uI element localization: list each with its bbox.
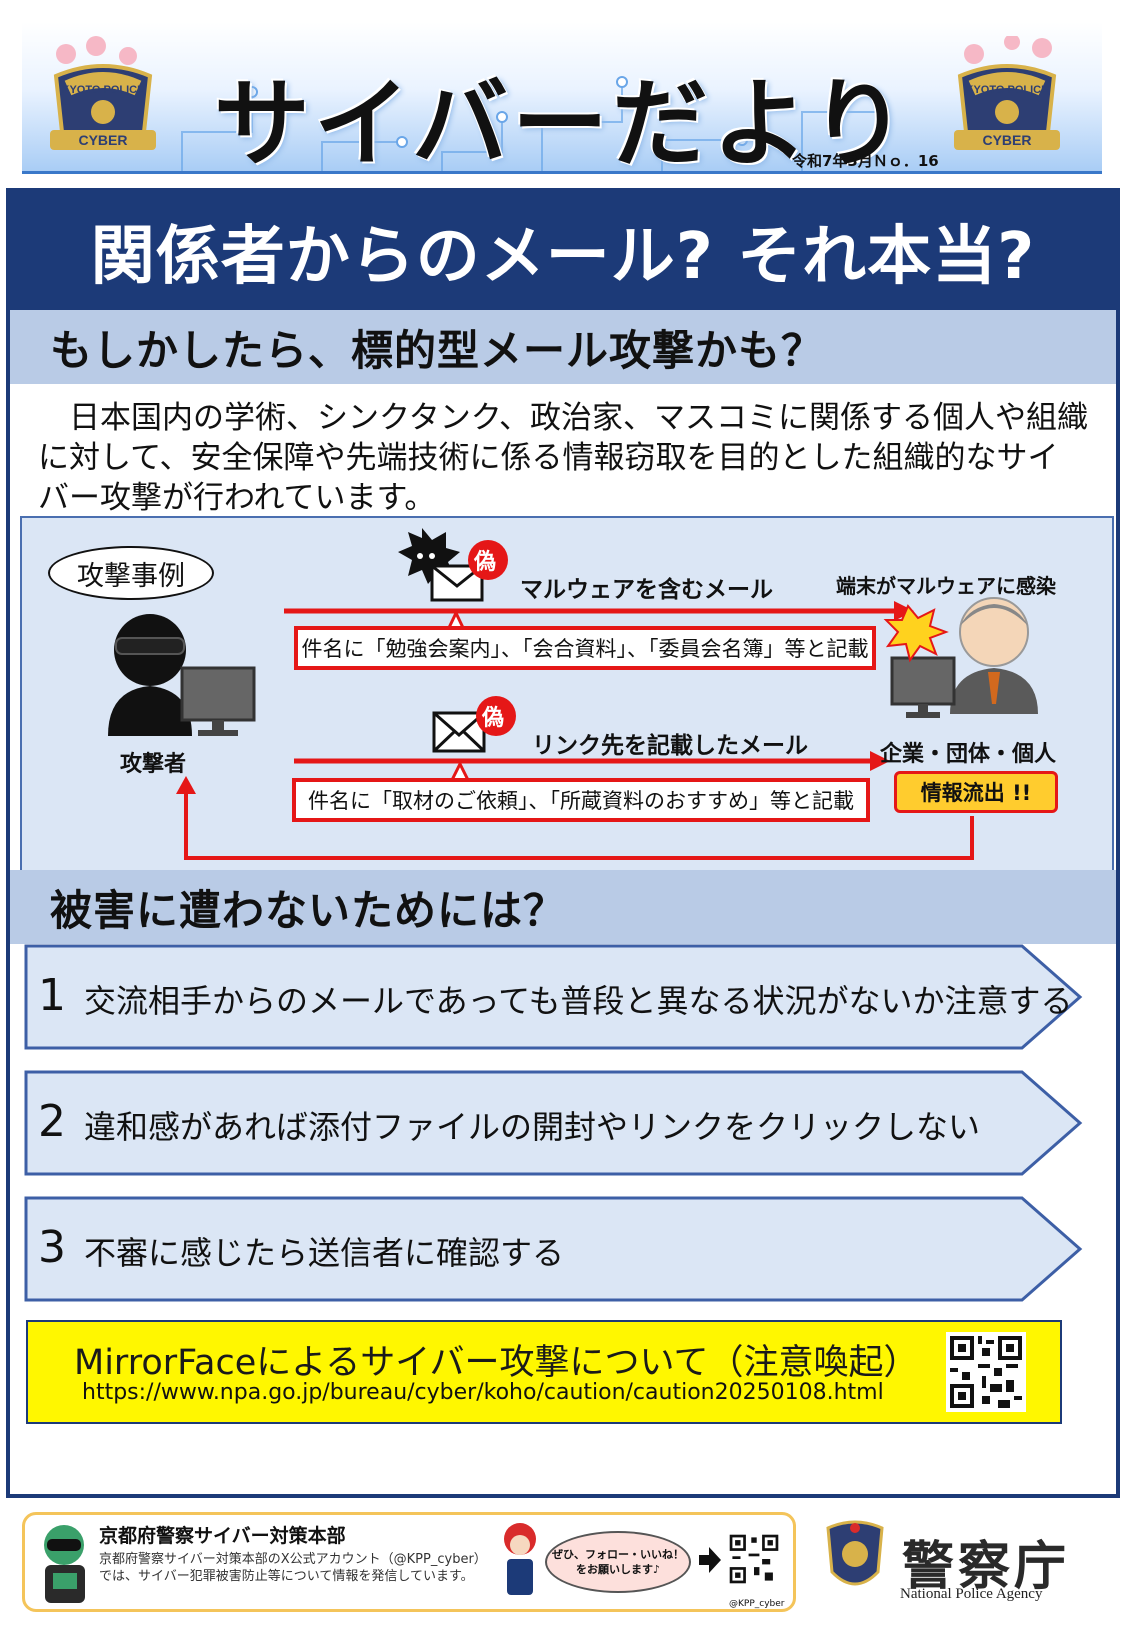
step-number: 3 — [38, 1222, 66, 1273]
victim-icon — [950, 597, 1038, 714]
newsletter-title: サイバーだより — [213, 68, 911, 174]
svg-text:CYBER: CYBER — [78, 132, 127, 148]
x-account-handle: @KPP_cyber — [729, 1599, 785, 1609]
mail2-label: リンク先を記載したメール — [532, 733, 808, 759]
step-text: 不審に感じたら送信者に確認する — [84, 1234, 565, 1272]
main-frame: 関係者からのメール? それ本当? もしかしたら、標的型メール攻撃かも？ 日本国内… — [6, 188, 1120, 1498]
agency-name: 警察庁 — [902, 1536, 1071, 1597]
step-arrow-shape — [24, 1070, 1083, 1176]
police-badge-icon: KYOTO POLICE CYBER — [50, 36, 156, 150]
arrow-up-icon — [176, 776, 196, 794]
npa-emblem-icon — [826, 1520, 884, 1586]
infected-label: 端末がマルウェアに感染 — [836, 574, 1056, 598]
follow-bubble: ぜひ、フォロー・いいね！をお願いします♪ — [545, 1531, 691, 1593]
fake-badge-icon — [476, 696, 516, 736]
arrow-right-icon — [699, 1547, 721, 1573]
computer-monitor-icon — [890, 656, 956, 718]
mail1-subject: 件名に「勉強会案内」、「会合資料」、「委員会名簿」等と記載 — [294, 626, 876, 670]
diagram-arrows — [108, 528, 1038, 860]
leak-alert: 情報流出 !! — [894, 771, 1058, 813]
victim-label: 企業・団体・個人 — [880, 742, 1057, 767]
step-arrow-shape — [24, 944, 1083, 1050]
mascot-icon — [44, 1525, 85, 1603]
section-heading-prevention: 被害に遭わないためには？ — [10, 870, 1116, 944]
notice-url-link[interactable]: https://www.npa.go.jp/bureau/cyber/koho/… — [82, 1380, 884, 1405]
headline-text: 関係者からのメール? それ本当? — [90, 220, 1036, 294]
attacker-icon — [108, 614, 192, 736]
arrow-right-icon — [894, 601, 914, 621]
mirrorface-notice[interactable]: MirrorFaceによるサイバー攻撃について（注意喚起） https://ww… — [26, 1320, 1062, 1424]
svg-text:KYOTO POLICE: KYOTO POLICE — [62, 84, 145, 96]
intro-paragraph: 日本国内の学術、シンクタンク、政治家、マスコミに関係する個人や組織に対して、安全… — [38, 400, 1088, 516]
step-item: 1 交流相手からのメールであっても普段と異なる状況がないか注意する — [24, 944, 1084, 1050]
leak-return-arrow — [184, 790, 974, 860]
step-item: 2 違和感があれば添付ファイルの開封やリンクをクリックしない — [24, 1070, 1084, 1176]
issue-number: 令和7年3月Ｎｏ．16 — [792, 152, 939, 170]
fake-badge-icon — [468, 540, 508, 580]
circuit-background — [181, 76, 888, 171]
fake-mark: 偽 — [482, 706, 505, 731]
attack-diagram: 攻撃事例 偽 偽 マルウェアを含むメール 端末がマルウェアに感染 件名に「勉強会… — [20, 516, 1114, 886]
mail1-label: マルウェアを含むメール — [520, 577, 773, 603]
mascot-icon — [504, 1523, 536, 1595]
envelope-icon — [432, 711, 486, 753]
qr-code-icon[interactable] — [946, 1332, 1026, 1412]
agency-name-english: National Police Agency — [900, 1586, 1043, 1602]
footer-description: 京都府警察サイバー対策本部のX公式アカウント（@KPP_cyber）では、サイバ… — [99, 1552, 487, 1584]
svg-text:KYOTO POLICE: KYOTO POLICE — [966, 84, 1049, 96]
section-title: 被害に遭わないためには？ — [50, 885, 567, 935]
mail2-subject: 件名に「取材のご依頼」、「所蔵資料のおすすめ」等と記載 — [292, 778, 870, 822]
prevention-steps: 1 交流相手からのメールであっても普段と異なる状況がないか注意する 2 違和感が… — [24, 944, 1084, 1322]
header-banner: サイバーだより 令和7年3月Ｎｏ．16 — [22, 22, 1102, 174]
example-label: 攻撃事例 — [48, 546, 214, 600]
notice-title: MirrorFaceによるサイバー攻撃について（注意喚起） — [74, 1343, 919, 1383]
step-text: 違和感があれば添付ファイルの開封やリンクをクリックしない — [84, 1108, 981, 1146]
svg-text:CYBER: CYBER — [982, 132, 1031, 148]
computer-monitor-icon — [180, 666, 256, 736]
attacker-label: 攻撃者 — [120, 752, 187, 777]
section-heading-targeted-mail: もしかしたら、標的型メール攻撃かも？ — [10, 310, 1116, 384]
section-title: もしかしたら、標的型メール攻撃かも？ — [50, 325, 825, 375]
arrow-right-icon — [870, 751, 890, 771]
qr-code-icon[interactable] — [727, 1521, 781, 1597]
police-badge-icon: KYOTO POLICE CYBER — [954, 36, 1060, 150]
step-number: 2 — [38, 1096, 66, 1147]
step-text: 交流相手からのメールであっても普段と異なる状況がないか注意する — [84, 982, 1073, 1020]
footer-title: 京都府警察サイバー対策本部 — [99, 1525, 346, 1547]
fake-mark: 偽 — [474, 550, 497, 575]
step-arrow-shape — [24, 1196, 1083, 1302]
step-number: 1 — [38, 970, 66, 1021]
step-item: 3 不審に感じたら送信者に確認する — [24, 1196, 1084, 1302]
explosion-icon — [883, 604, 949, 663]
headline-bar: 関係者からのメール? それ本当? — [10, 192, 1116, 310]
footer-kyoto-police: 京都府警察サイバー対策本部 京都府警察サイバー対策本部のX公式アカウント（@KP… — [22, 1512, 796, 1612]
